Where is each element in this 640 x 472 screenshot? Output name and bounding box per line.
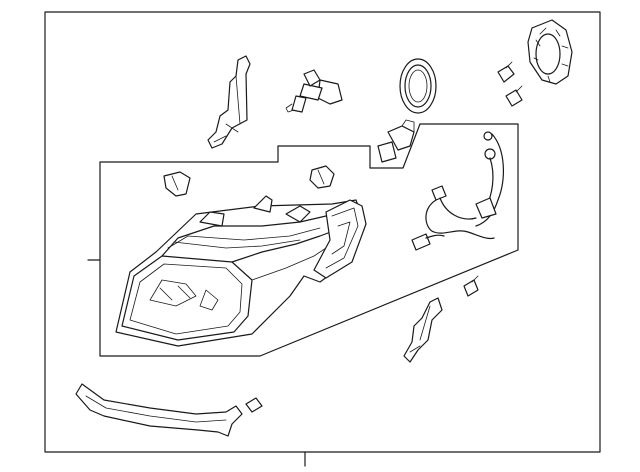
socket-seal-ring	[399, 58, 437, 114]
wiring-harness	[411, 131, 504, 251]
retainer-clip	[163, 171, 191, 197]
lower-support-bracket	[403, 297, 443, 363]
headlamp-assembly	[115, 195, 367, 347]
wedge-bulb	[463, 275, 479, 297]
wedge-bulb	[497, 61, 515, 83]
retainer-clip	[309, 165, 335, 189]
mounting-bracket-upper	[207, 55, 251, 149]
bulb-socket	[377, 119, 415, 163]
lower-trim-bracket	[75, 383, 263, 437]
wedge-bulb	[505, 85, 523, 107]
halogen-bulb	[285, 69, 343, 113]
diagram-frame	[44, 11, 601, 467]
dust-cover-cap	[527, 19, 573, 85]
assembly-outline	[87, 123, 519, 357]
